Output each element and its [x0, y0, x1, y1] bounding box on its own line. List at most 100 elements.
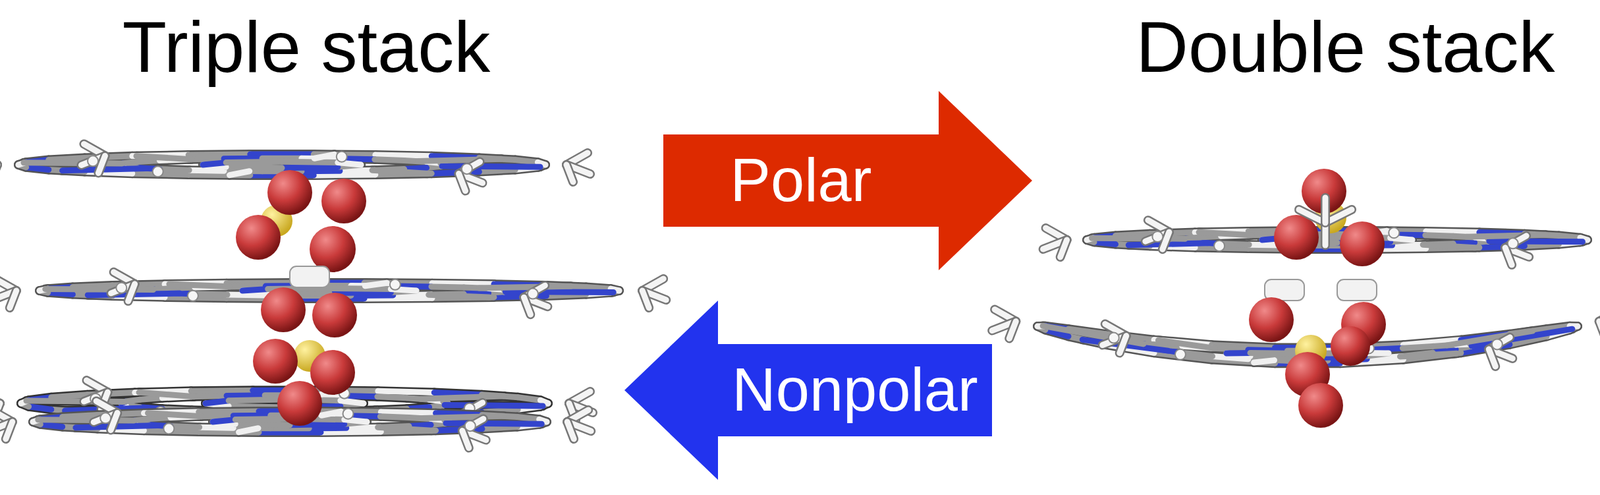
hydrogen-atom	[527, 288, 539, 300]
bond-outline	[1453, 242, 1475, 244]
bond-outline	[148, 413, 203, 417]
bond-outline	[1466, 234, 1546, 237]
bond-stick	[1466, 234, 1546, 237]
methyl-stick	[110, 412, 118, 430]
methyl-stick	[1505, 247, 1512, 265]
bond-stick	[48, 292, 74, 295]
bond-outline	[228, 399, 285, 401]
arrow-label: Polar	[730, 146, 873, 214]
oxygen-atom	[321, 178, 367, 224]
bond-stick	[148, 416, 171, 419]
bond-stick	[202, 162, 226, 165]
bond-outline	[1422, 244, 1476, 248]
bond-outline	[586, 286, 612, 289]
hydrogen-atom	[1491, 338, 1503, 350]
methyl-stick	[1322, 197, 1329, 223]
oxygen-atom	[1298, 382, 1344, 428]
bond-stick	[482, 426, 518, 429]
bond-outline	[321, 411, 341, 415]
bond-outline	[1489, 241, 1583, 242]
methyl-stick	[462, 430, 469, 448]
methyl-outline	[1320, 197, 1330, 223]
bond-stick	[191, 389, 253, 391]
oxygen-atom	[312, 292, 358, 338]
bond-outline	[225, 161, 282, 163]
methyl-stick	[5, 421, 13, 439]
bond-stick	[281, 166, 338, 168]
bond-outline	[1221, 243, 1250, 245]
bond-stick	[225, 161, 282, 163]
bond-stick	[212, 419, 236, 422]
hydrogen-atom	[100, 412, 111, 423]
methyl-outline	[523, 297, 531, 315]
bond-stick	[1182, 352, 1213, 356]
methyl-outline	[462, 418, 484, 431]
bond-stick	[329, 292, 391, 294]
bond-stick	[445, 422, 542, 424]
bond-stick	[1558, 235, 1580, 238]
bond-stick	[189, 169, 224, 171]
bond-outline	[1198, 231, 1252, 235]
bond-stick	[444, 404, 543, 406]
bond-stick	[148, 413, 203, 417]
bond-stick	[48, 157, 85, 160]
bond-stick	[194, 293, 228, 295]
methyl-stick	[567, 421, 574, 439]
hydrogen-atom	[1152, 231, 1163, 242]
bond-outline	[329, 287, 391, 289]
bond-stick	[159, 169, 190, 171]
oxygen-atom	[1273, 214, 1319, 260]
bond-outline	[202, 162, 226, 165]
bond-stick	[1199, 235, 1221, 238]
bond-outline	[445, 422, 542, 424]
hydrogen-atom	[1175, 349, 1186, 360]
hydrogen-atom	[1388, 227, 1400, 238]
oxygen-atom	[1330, 326, 1371, 366]
methyl-outline	[459, 162, 481, 174]
methyl-outline	[1488, 349, 1496, 367]
bond-stick	[228, 399, 285, 401]
bond-stick	[1254, 360, 1275, 363]
bond-stick	[235, 418, 290, 419]
bond-outline	[517, 397, 541, 401]
methyl-stick	[1488, 349, 1496, 367]
bond-outline	[428, 294, 490, 298]
methyl-stick	[459, 162, 481, 174]
bond-stick	[26, 167, 49, 170]
methyl-outline	[1599, 321, 1600, 339]
bond-outline	[281, 166, 338, 168]
bond-stick	[242, 288, 269, 291]
bond-stick	[540, 399, 549, 404]
bond-stick	[422, 415, 505, 418]
bond-outline	[375, 154, 432, 157]
bond-outline	[48, 157, 85, 160]
bond-stick	[478, 285, 571, 288]
bond-outline	[138, 391, 195, 396]
bond-outline	[478, 169, 516, 172]
bond-stick	[1453, 242, 1475, 244]
bond-outline	[380, 416, 410, 418]
bond-outline	[189, 169, 224, 171]
bond-outline	[1182, 352, 1213, 356]
bond-outline	[1558, 235, 1580, 238]
methyl-outline	[1009, 321, 1016, 339]
bond-outline	[212, 419, 236, 422]
stack-title: Double stack	[1096, 5, 1595, 89]
bond-outline	[26, 400, 125, 402]
methyl-stick	[642, 290, 649, 308]
bond-stick	[344, 419, 367, 422]
bond-outline	[235, 423, 290, 425]
porphyrin-layer	[1043, 220, 1600, 265]
bond-outline	[198, 426, 259, 437]
bond-outline	[329, 292, 391, 294]
bond-outline	[377, 396, 408, 398]
bond-outline	[409, 424, 431, 427]
hydrogen-atom	[343, 408, 354, 419]
bond-stick	[40, 424, 62, 427]
bond-outline	[225, 166, 282, 168]
bond-stick	[205, 400, 229, 404]
oxygen-atom	[1248, 297, 1294, 342]
hydrogen-atom	[87, 155, 99, 166]
bond-stick	[364, 282, 387, 286]
anion-cluster	[1248, 168, 1386, 428]
